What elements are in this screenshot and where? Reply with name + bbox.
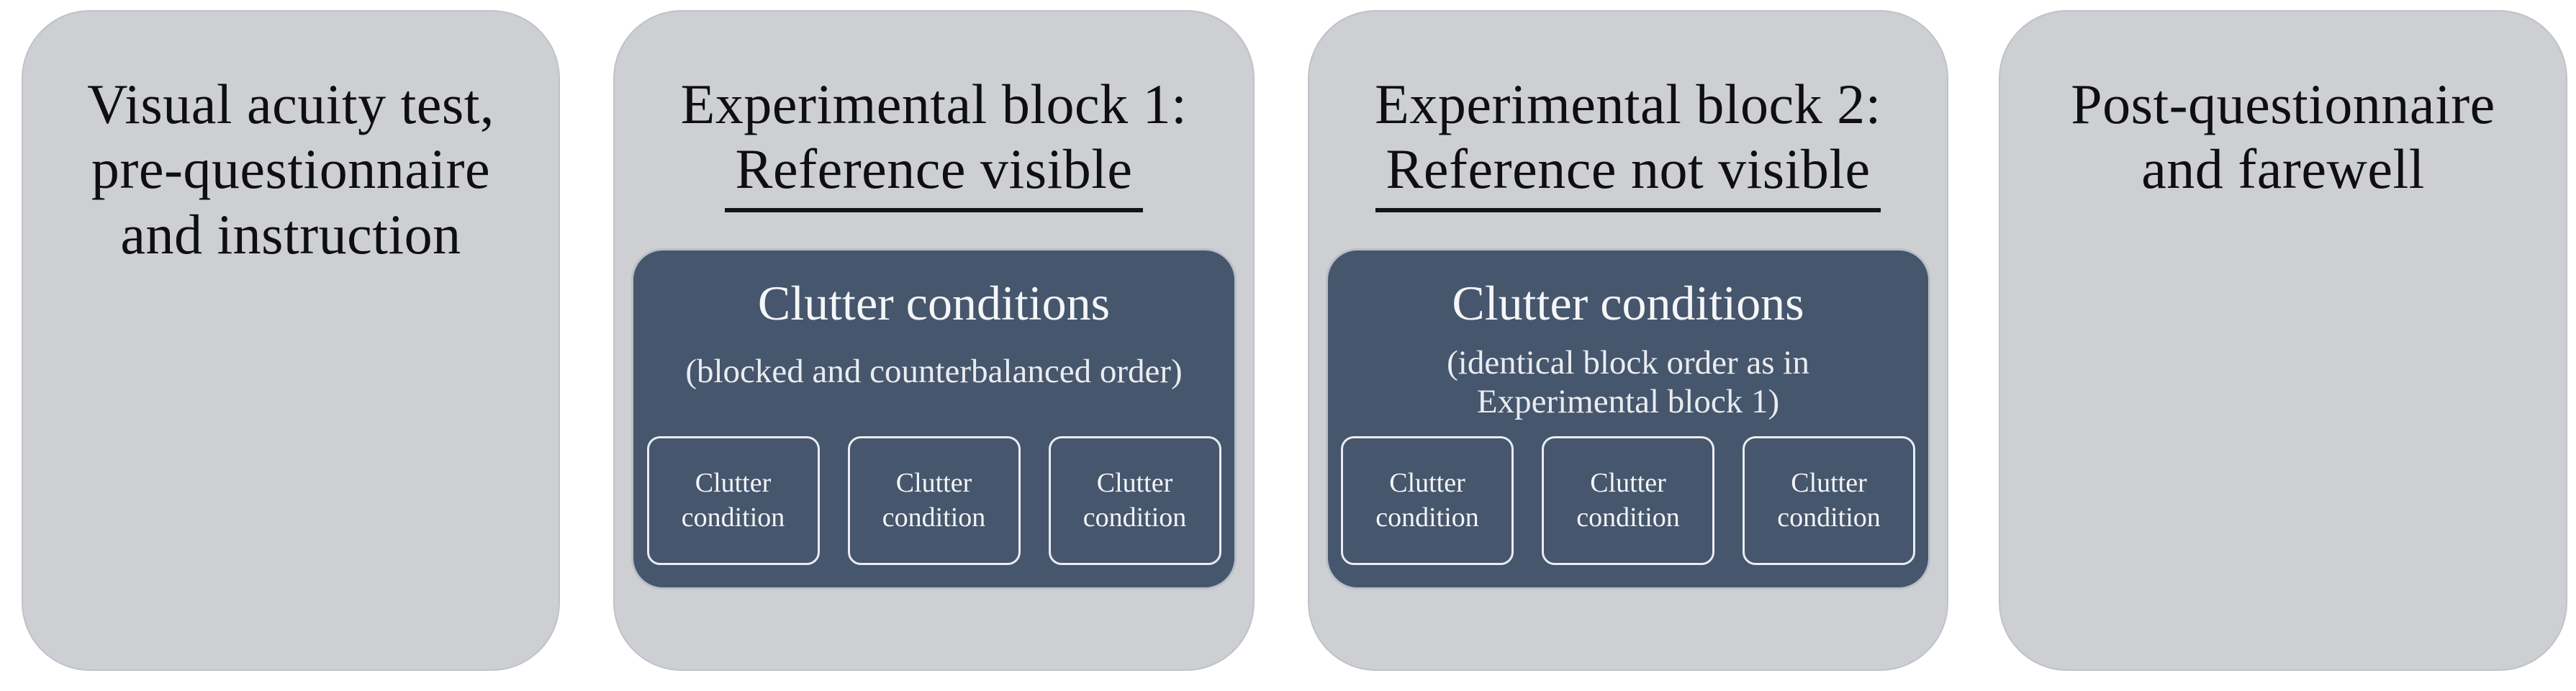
chip-line: Clutter: [1096, 468, 1173, 499]
heading-line: Experimental block 1:: [680, 73, 1188, 135]
heading-line: Reference visible: [615, 137, 1253, 212]
chip-line: condition: [1576, 502, 1680, 533]
panel-subtitle-line: (identical block order as in: [1447, 344, 1809, 382]
clutter-condition-chip: Clutter condition: [1542, 436, 1714, 565]
panel-subtitle-line: Experimental block 1): [1476, 382, 1780, 420]
stage-experimental-block-2: Experimental block 2: Reference not visi…: [1308, 10, 1948, 671]
chip-line: condition: [882, 502, 986, 533]
chip-line: condition: [681, 502, 785, 533]
heading-line: and instruction: [120, 202, 461, 266]
heading-line: Post-questionnaire: [2071, 73, 2495, 135]
chip-line: Clutter: [695, 468, 772, 499]
clutter-condition-chip: Clutter condition: [1743, 436, 1915, 565]
chip-line: Clutter: [1590, 468, 1666, 499]
stage-heading: Experimental block 1: Reference visible: [615, 12, 1253, 212]
chip-line: Clutter: [895, 468, 972, 499]
clutter-conditions-panel: Clutter conditions (blocked and counterb…: [631, 248, 1237, 590]
stage-heading: Experimental block 2: Reference not visi…: [1309, 12, 1947, 212]
chip-line: Clutter: [1791, 468, 1867, 499]
clutter-condition-row: Clutter condition Clutter condition Clut…: [1328, 436, 1928, 565]
panel-title: Clutter conditions: [757, 276, 1111, 330]
stage-heading: Post-questionnaire and farewell: [2000, 12, 2566, 202]
heading-line: Experimental block 2:: [1375, 73, 1881, 135]
stage-heading: Visual acuity test, pre-questionnaire an…: [23, 12, 559, 267]
heading-line: pre-questionnaire: [91, 137, 491, 201]
stage-visual-acuity-test: Visual acuity test, pre-questionnaire an…: [22, 10, 560, 671]
heading-line: Reference not visible: [1309, 137, 1947, 212]
clutter-condition-chip: Clutter condition: [1341, 436, 1514, 565]
clutter-conditions-panel: Clutter conditions (identical block orde…: [1326, 248, 1930, 590]
panel-title: Clutter conditions: [1452, 276, 1804, 330]
heading-line: Visual acuity test,: [87, 73, 494, 135]
chip-line: condition: [1083, 502, 1187, 533]
panel-subtitle: (blocked and counterbalanced order): [685, 353, 1182, 392]
chip-line: condition: [1777, 502, 1881, 533]
heading-line: and farewell: [2141, 137, 2425, 201]
heading-underlined-text: Reference not visible: [1375, 137, 1881, 212]
panel-subtitle-line: (blocked and counterbalanced order): [685, 353, 1183, 391]
panel-subtitle: (identical block order as in Experimenta…: [1447, 344, 1809, 421]
chip-line: condition: [1375, 502, 1479, 533]
clutter-condition-chip: Clutter condition: [847, 436, 1021, 565]
clutter-condition-chip: Clutter condition: [1048, 436, 1221, 565]
chip-line: Clutter: [1389, 468, 1465, 499]
stage-post-questionnaire: Post-questionnaire and farewell: [1999, 10, 2567, 671]
clutter-condition-chip: Clutter condition: [646, 436, 820, 565]
heading-underlined-text: Reference visible: [725, 137, 1143, 212]
clutter-condition-row: Clutter condition Clutter condition Clut…: [633, 436, 1234, 565]
stage-experimental-block-1: Experimental block 1: Reference visible …: [613, 10, 1255, 671]
